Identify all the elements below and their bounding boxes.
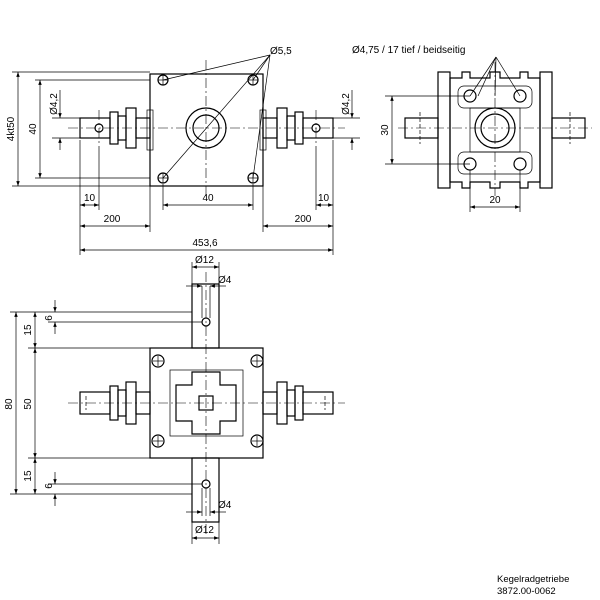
side-view (398, 56, 592, 196)
dim-4kt50: 4kt50 (6, 116, 17, 141)
top-shaft-upper (191, 283, 220, 349)
top-corner-screws (151, 354, 264, 448)
dim-d4-bottom: Ø4 (218, 500, 232, 511)
dim-hole-spacing-40: 40 (202, 193, 214, 204)
dim-15-bottom: 15 (23, 470, 34, 482)
top-view (68, 272, 345, 534)
dim-10-left: 10 (84, 193, 96, 204)
side-view-dimensions: Ø4,75 / 17 tief / beidseitig 30 20 (352, 45, 521, 212)
dim-6-bottom: 6 (44, 483, 55, 489)
dim-50: 50 (23, 398, 34, 410)
dim-shaft-d42-right: Ø4,2 (341, 93, 352, 115)
drawing-number: 3872.00-0062 (497, 586, 556, 597)
title-block: Kegelradgetriebe 3872.00-0062 (497, 574, 569, 597)
dim-hole-d55: Ø5,5 (270, 46, 292, 57)
top-view-dimensions: Ø12 Ø4 80 15 6 50 15 6 (4, 255, 232, 544)
dim-side-30: 30 (380, 124, 391, 136)
dim-10-right: 10 (318, 193, 330, 204)
dim-200-left: 200 (104, 214, 121, 225)
front-view (68, 54, 345, 196)
gear-cross (175, 371, 237, 435)
dim-200-right: 200 (295, 214, 312, 225)
front-view-dimensions: 4kt50 40 Ø4,2 Ø4,2 Ø5,5 10 40 (6, 46, 360, 255)
dim-overall-453-6: 453,6 (192, 238, 217, 249)
dim-d12-top: Ø12 (195, 255, 214, 266)
front-housing (149, 73, 264, 187)
dim-80: 80 (4, 398, 15, 410)
dim-d4-top: Ø4 (218, 275, 232, 286)
top-shaft-lower (191, 457, 220, 523)
drawing-title: Kegelradgetriebe (497, 574, 569, 585)
dim-hole-d475: Ø4,75 / 17 tief / beidseitig (352, 45, 465, 56)
dim-side-20: 20 (489, 195, 501, 206)
dim-front-height-40: 40 (28, 123, 39, 135)
dim-d12-bottom: Ø12 (195, 525, 214, 536)
dim-shaft-d42-left: Ø4,2 (49, 93, 60, 115)
dim-6-top: 6 (44, 315, 55, 321)
dim-15-top: 15 (23, 324, 34, 336)
